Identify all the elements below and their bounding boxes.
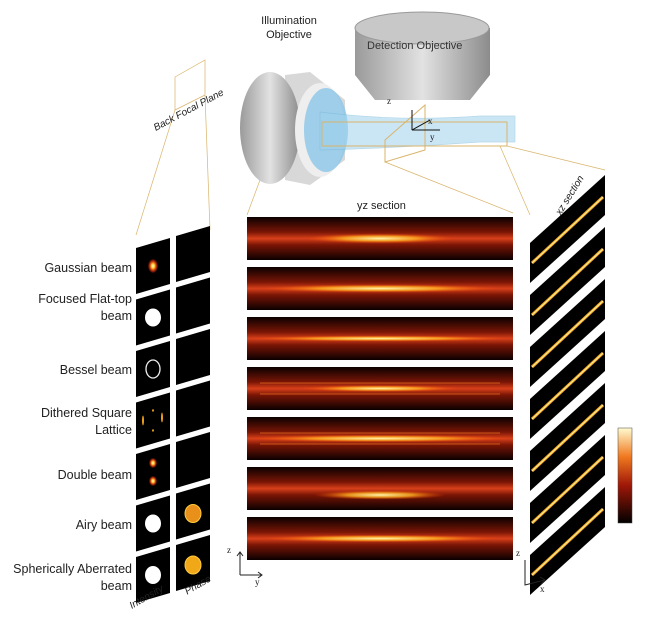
yz-panel (247, 317, 513, 360)
phase-tile (176, 226, 210, 282)
double-spot (149, 458, 157, 468)
xz-panel (530, 383, 605, 491)
yz-section-panels (247, 217, 513, 560)
bfp-row (136, 432, 210, 500)
illumination-label-line2: Objective (266, 29, 312, 41)
yz-beam-core (247, 335, 513, 342)
yz-panel (247, 517, 513, 560)
yz-panel (247, 467, 513, 510)
axis-arrows (236, 551, 546, 586)
beam-label: Spherically Aberrated beam (13, 561, 132, 595)
yz-beam-core (247, 434, 513, 443)
axis-z-right: z (516, 548, 520, 558)
projection-lines (135, 59, 606, 236)
beam-label: Bessel beam (60, 362, 132, 379)
phase-tile (176, 329, 210, 385)
phase-tile (176, 277, 210, 334)
beam-label-line: Bessel beam (59, 363, 132, 377)
beam-label-line: beam (100, 309, 132, 323)
beam-label-line: beam (100, 579, 132, 593)
bfp-row (136, 535, 210, 603)
axis-y-top: y (430, 132, 435, 142)
bfp-row (136, 329, 210, 397)
xz-panel (530, 487, 605, 595)
flat-disk (145, 308, 161, 327)
intensity-tile (136, 392, 170, 449)
axis-x-right: x (540, 584, 545, 594)
yz-panel (247, 217, 513, 260)
beam-label-line: Double beam (57, 468, 132, 482)
bessel-ring (145, 359, 161, 379)
xz-panel (530, 227, 605, 335)
illumination-label-line1: Illumination (261, 15, 317, 27)
beam-label-line: Dithered Square (40, 406, 132, 420)
flat-disk (145, 514, 161, 533)
yz-panel (247, 417, 513, 460)
double-spot (149, 476, 157, 486)
yz-panel (247, 267, 513, 310)
lattice-spot (152, 409, 154, 412)
xz-panel (530, 279, 605, 387)
yz-beam-core (260, 534, 500, 543)
lattice-spot (152, 429, 154, 432)
beam-label-line: Focused Flat-top (38, 292, 132, 306)
gaussian-spot (148, 259, 158, 273)
yz-beam-core (313, 490, 447, 500)
intensity-tile (136, 444, 170, 500)
bfp-row (136, 226, 210, 294)
beam-label: Focused Flat-top beam (38, 291, 132, 325)
yz-section-label: yz section (357, 200, 406, 212)
detection-objective-label: Detection Objective (367, 40, 463, 52)
bfp-row (136, 483, 210, 552)
axis-y-left: y (255, 577, 260, 587)
beam-label-line: Lattice (95, 423, 132, 437)
phase-tile (176, 380, 210, 437)
axis-z-left: z (227, 545, 231, 555)
flat-disk (145, 566, 161, 584)
colorbar (617, 427, 633, 524)
bfp-row (136, 380, 210, 449)
yz-panel (247, 367, 513, 410)
beam-label: Gaussian beam (44, 260, 132, 277)
back-focal-plane-tiles (136, 226, 210, 603)
phase-disk (184, 555, 202, 575)
phase-disk (184, 504, 202, 523)
light-sheet (319, 103, 516, 163)
yz-beam-core (300, 385, 460, 392)
lattice-spot (142, 415, 144, 426)
xz-panel (530, 435, 605, 543)
detection-objective (354, 11, 490, 100)
beam-label-line: Gaussian beam (44, 261, 132, 275)
beam-label: Double beam (58, 467, 132, 484)
lattice-spot (161, 412, 163, 423)
xz-panel (530, 331, 605, 439)
intensity-tile (136, 341, 170, 397)
yz-beam-core (260, 284, 500, 293)
xz-section-panels (530, 175, 605, 595)
beam-label-line: Airy beam (75, 518, 132, 532)
axis-z-top: z (387, 96, 391, 106)
phase-tile (176, 432, 210, 488)
xz-panel (530, 175, 605, 283)
beam-label: Airy beam (76, 517, 132, 534)
illumination-objective-label: Illumination Objective (254, 14, 324, 42)
beam-label-line: Spherically Aberrated (13, 562, 132, 576)
yz-beam-core (305, 233, 455, 244)
bfp-row (136, 277, 210, 346)
axis-x-top: x (428, 116, 433, 126)
